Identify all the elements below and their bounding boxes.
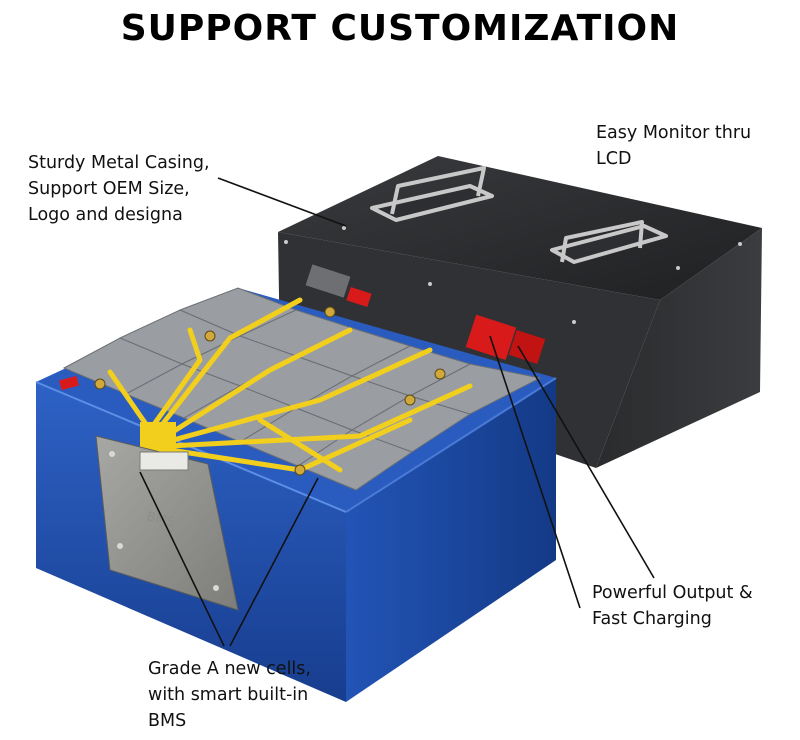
callout-lcd: Easy Monitor thru LCD xyxy=(596,123,752,169)
casing-handle xyxy=(550,220,668,264)
callout-cells: Grade A new cells, with smart built-in B… xyxy=(148,659,311,731)
bms-plate-label: BMS xyxy=(145,509,176,530)
bms-board: BMS xyxy=(95,435,239,611)
terminal-nuts xyxy=(94,306,446,476)
metal-casing xyxy=(278,156,762,468)
callout-casing: Sturdy Metal Casing, Support OEM Size, L… xyxy=(28,153,210,225)
busbar-wiring xyxy=(107,297,473,473)
page-title: SUPPORT CUSTOMIZATION xyxy=(120,8,680,49)
callout-lines xyxy=(139,177,655,647)
power-terminals xyxy=(59,264,546,391)
casing-handle xyxy=(370,166,494,222)
callout-output: Powerful Output & Fast Charging xyxy=(592,583,753,629)
